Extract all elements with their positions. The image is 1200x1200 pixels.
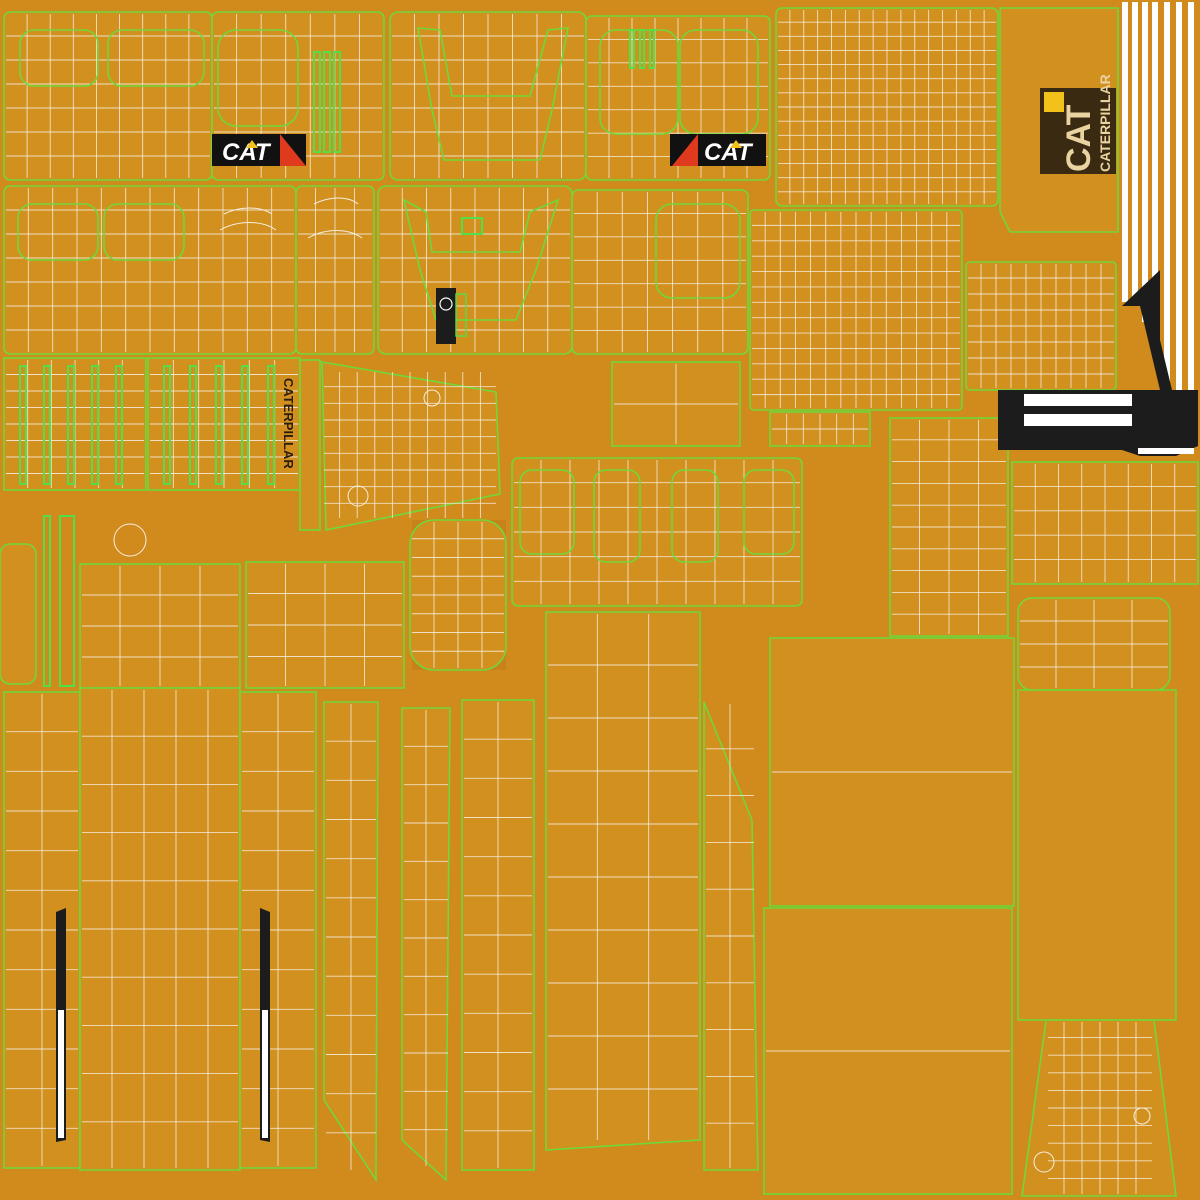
caterpillar-logo: CAT CATERPILLAR	[1040, 74, 1116, 174]
island-cab-front-left	[3, 11, 213, 181]
cat-decal-right-text: CAT	[704, 139, 754, 166]
island-blade-arm	[321, 361, 501, 531]
cat-decal-left: CAT	[212, 134, 306, 166]
caterpillar-side-text: CATERPILLAR	[281, 378, 296, 469]
island-light	[0, 543, 37, 685]
side-stripe-panel	[998, 2, 1198, 456]
cat-decal-right: CAT	[670, 134, 766, 166]
uv-wireframe	[6, 10, 1196, 1194]
logo-cat-text: CAT	[1060, 104, 1098, 172]
track-stripes	[56, 908, 270, 1142]
stripe-details	[19, 29, 655, 687]
cat-decal-left-text: CAT	[222, 139, 272, 166]
island-blade-main	[545, 611, 701, 1151]
island-caterpillar-strip	[299, 359, 321, 531]
island-counterweight	[1017, 689, 1177, 1021]
island-cab-door	[571, 189, 749, 355]
control-decal	[436, 288, 467, 344]
logo-caterpillar-text: CATERPILLAR	[1097, 74, 1113, 172]
